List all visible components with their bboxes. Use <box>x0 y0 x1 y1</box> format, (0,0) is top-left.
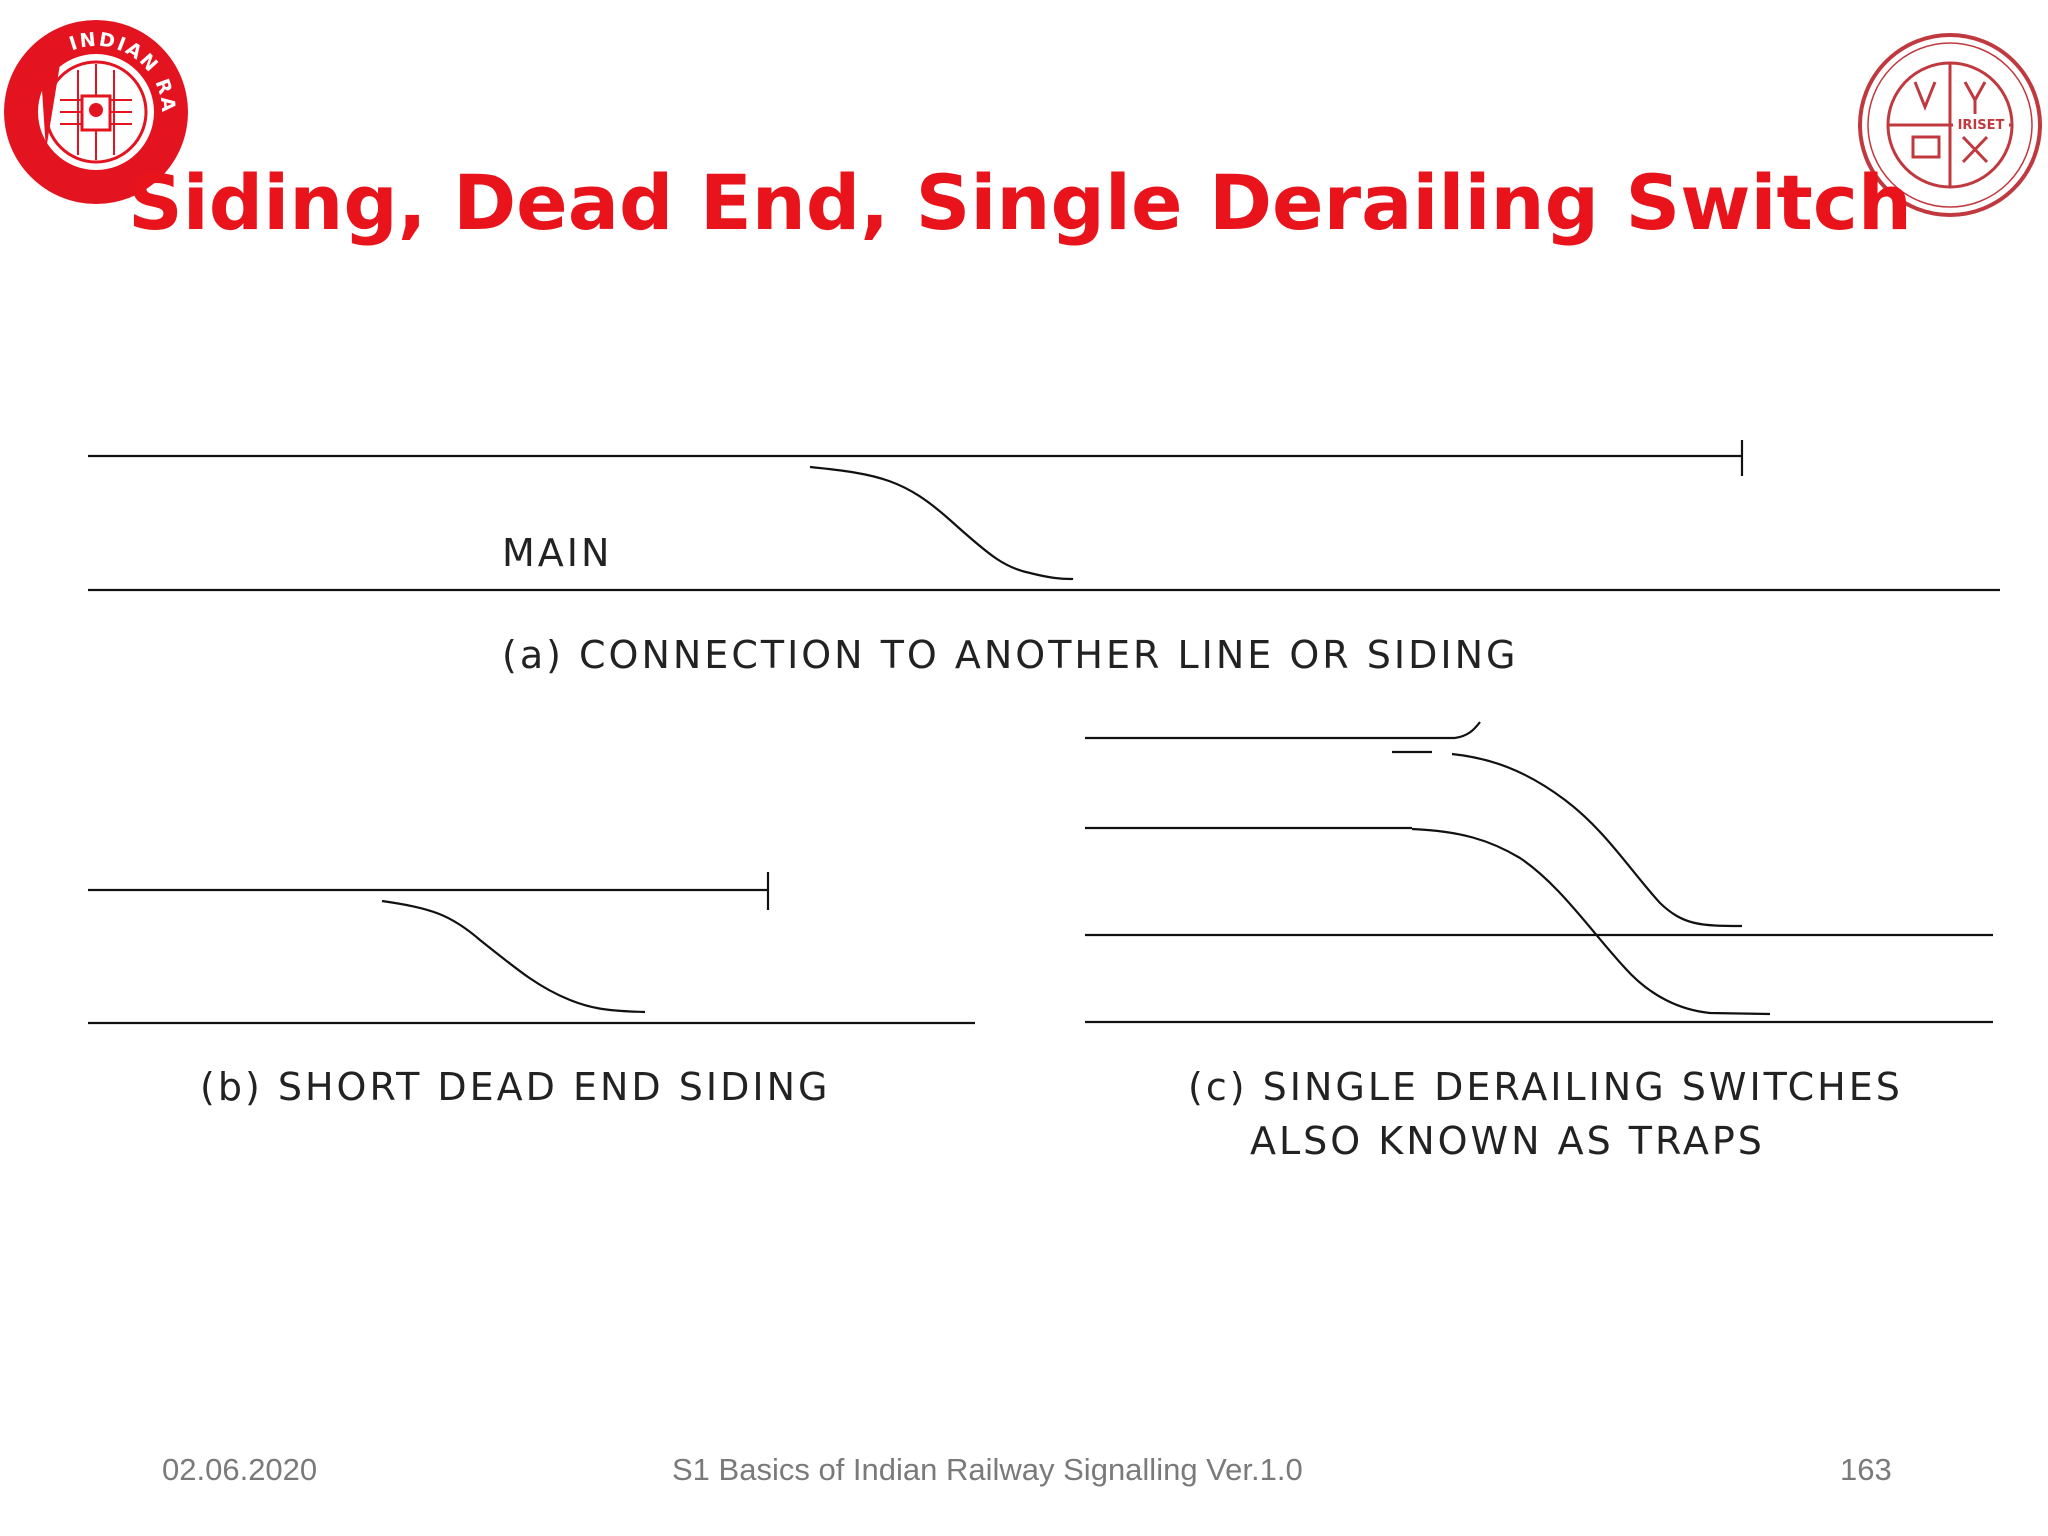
footer-page-number: 163 <box>1840 1452 1892 1487</box>
footer-course-title: S1 Basics of Indian Railway Signalling V… <box>672 1452 1303 1487</box>
logo-right-text: IRISET <box>1958 118 2005 133</box>
slide-title: Siding, Dead End, Single Derailing Switc… <box>0 158 2048 247</box>
slide-title-text: Siding, Dead End, Single Derailing Switc… <box>128 158 1912 247</box>
footer-date: 02.06.2020 <box>162 1452 318 1487</box>
turnout-curve-c-lower <box>1411 827 1771 1016</box>
caption-b: (b) SHORT DEAD END SIDING <box>200 1065 830 1109</box>
turnout-curve-c-upper <box>1451 752 1743 928</box>
caption-c-line1: (c) SINGLE DERAILING SWITCHES <box>1188 1065 1903 1109</box>
caption-c-line2: ALSO KNOWN AS TRAPS <box>1250 1119 1765 1163</box>
trap-point-upper <box>1454 721 1481 740</box>
turnout-curve-b <box>381 899 646 1014</box>
caption-a: (a) CONNECTION TO ANOTHER LINE OR SIDING <box>502 633 1518 677</box>
main-label: MAIN <box>502 531 612 575</box>
indian-railways-logo: INDIAN RAILWAYS <box>0 0 188 204</box>
iriset-logo: IRISET <box>1858 33 2042 217</box>
diagram-b <box>88 872 975 1025</box>
diagram-c <box>1085 721 1993 1024</box>
diagram-a <box>88 440 2000 592</box>
turnout-curve-a <box>809 465 1074 581</box>
